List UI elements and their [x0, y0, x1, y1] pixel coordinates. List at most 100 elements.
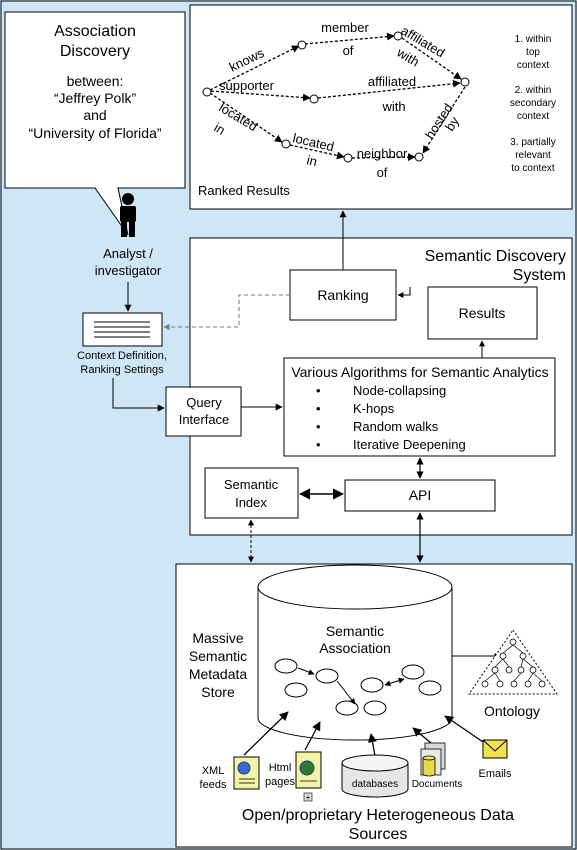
ontology-label: Ontology [484, 703, 540, 719]
graph-node [343, 153, 353, 163]
edge-affiliated-with-2 [317, 79, 461, 99]
metadata-store-cylinder: Semantic Association [257, 564, 453, 741]
algorithm-random-walks: Random walks [353, 419, 439, 434]
svg-text:•: • [316, 437, 321, 452]
edge-hosted-by [422, 86, 466, 154]
emails-label: Emails [478, 768, 512, 780]
html-pages-icon: + [295, 751, 322, 802]
graph-node [202, 87, 212, 97]
svg-text:top: top [526, 47, 540, 58]
sources-footer-line2: Sources [349, 826, 408, 843]
svg-text:relevant: relevant [515, 150, 551, 161]
edge-supporter [210, 90, 311, 102]
system-title-line2: System [513, 267, 566, 284]
databases-icon [341, 754, 409, 798]
svg-text:secondary: secondary [510, 98, 556, 109]
system-title-line1: Semantic Discovery [425, 248, 566, 265]
arrow-results-to-ranking [397, 287, 411, 298]
arrow-context-to-query [112, 378, 165, 412]
edge-neighbor-of [351, 153, 416, 162]
store-label-line4: Store [201, 684, 235, 700]
callout-entity1: “Jeffrey Polk” [54, 90, 137, 106]
query-label-line1: Query [186, 395, 222, 410]
context-label-line1: Context Definition, [77, 350, 167, 362]
store-label-line3: Metadata [189, 666, 248, 682]
callout-title-line1: Association [54, 23, 136, 40]
algorithm-node-collapsing: Node-collapsing [353, 383, 446, 398]
semantic-index-line2: Index [235, 495, 267, 510]
graph-node [414, 152, 424, 162]
analyst-label-line1: Analyst / [103, 246, 153, 261]
callout-between: between: [67, 73, 124, 89]
edge-label-of: of [343, 43, 354, 58]
query-interface-box: Query Interface [165, 386, 242, 437]
html-label-line2: pages [265, 776, 295, 788]
association-discovery-callout: Association Discovery between: “Jeffrey … [4, 11, 186, 236]
semantic-association-line2: Association [319, 640, 391, 656]
store-label-line2: Semantic [189, 648, 247, 664]
algorithm-iterative-deepening: Iterative Deepening [353, 437, 466, 452]
algorithms-box: Various Algorithms for Semantic Analytic… [283, 357, 556, 457]
context-document-icon [82, 312, 163, 347]
results-box: Results [427, 286, 538, 340]
xml-feeds-icon [233, 756, 260, 790]
ranked-results-panel: Ranked Results knows member of [189, 4, 573, 210]
callout-title-line2: Discovery [60, 43, 130, 60]
edge-affiliated-with-1 [401, 37, 462, 80]
graph-node [297, 40, 307, 50]
email-envelope-icon [482, 739, 508, 759]
svg-text:2. within: 2. within [515, 85, 552, 96]
edge-label-neighbor: neighbor [357, 146, 408, 161]
graph-node [460, 77, 470, 87]
results-label: Results [459, 305, 506, 321]
svg-text:context: context [517, 60, 549, 71]
edge-label-with-2: with [381, 99, 405, 114]
graph-node [281, 139, 291, 149]
analyst-person-icon [120, 193, 136, 237]
svg-text:•: • [316, 383, 321, 398]
svg-text:context: context [517, 111, 549, 122]
svg-text:1. within: 1. within [515, 34, 552, 45]
api-box: API [344, 479, 496, 512]
ranking-legend: 1. within top context 2. within secondar… [510, 34, 556, 174]
edge-located-in-1 [209, 92, 283, 143]
callout-and: and [83, 107, 106, 123]
edge-label-supporter: supporter [219, 78, 275, 93]
edge-located-in-2 [289, 144, 345, 160]
svg-text:+: + [306, 793, 311, 802]
xml-label-line1: XML [202, 765, 225, 777]
api-label: API [409, 487, 432, 503]
query-label-line2: Interface [179, 412, 230, 427]
html-label-line1: Html [269, 762, 292, 774]
svg-text:3. partially: 3. partially [510, 137, 556, 148]
svg-text:•: • [316, 401, 321, 416]
edge-label-affiliated-2: affiliated [368, 74, 416, 89]
ontology-triangle-icon [468, 629, 558, 695]
documents-label: Documents [412, 779, 463, 790]
edge-label-member: member [321, 20, 369, 35]
graph-node [309, 94, 319, 104]
store-label-line1: Massive [192, 630, 244, 646]
documents-icon [420, 742, 446, 777]
edge-knows [209, 45, 300, 91]
callout-entity2: “University of Florida” [28, 125, 161, 141]
arrow-ranking-to-context [163, 294, 290, 330]
svg-text:•: • [316, 419, 321, 434]
xml-label-line2: feeds [200, 779, 227, 791]
svg-text:to context: to context [511, 163, 555, 174]
ranking-label: Ranking [317, 287, 368, 303]
semantic-index-line1: Semantic [224, 477, 279, 492]
graph-node [393, 31, 403, 41]
edge-label-of-2: of [377, 165, 388, 180]
ranking-box: Ranking [289, 269, 397, 321]
algorithm-k-hops: K-hops [353, 401, 395, 416]
sources-footer-line1: Open/proprietary Heterogeneous Data [242, 807, 514, 824]
analyst-label-line2: investigator [95, 263, 162, 278]
context-label-line2: Ranking Settings [80, 364, 164, 376]
databases-label: databases [352, 779, 398, 790]
algorithms-title: Various Algorithms for Semantic Analytic… [291, 364, 548, 380]
ranked-results-label: Ranked Results [198, 183, 290, 198]
edge-label-in-2: in [305, 152, 318, 169]
semantic-association-line1: Semantic [326, 623, 384, 639]
